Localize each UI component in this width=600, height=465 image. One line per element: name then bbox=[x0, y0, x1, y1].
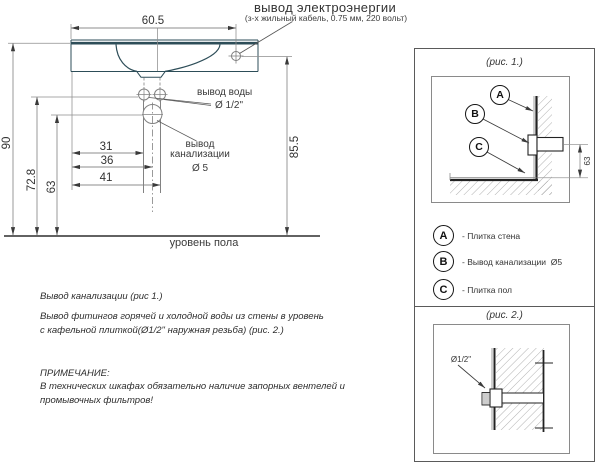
dim-water-height-label: 72.8 bbox=[25, 168, 38, 192]
fig2-box bbox=[433, 324, 570, 454]
side-panel: (рис. 1.) (рис. 2.) bbox=[414, 48, 595, 462]
dim-total-height-label: 90 bbox=[0, 136, 13, 150]
dim-cold-offset-label: 31 bbox=[99, 141, 113, 153]
note-fittings-line2: с кафельной плиткой(Ø1/2" наружная резьб… bbox=[40, 325, 284, 336]
fig1-callout-c-letter: C bbox=[475, 141, 483, 153]
fig1-callout-a: A bbox=[490, 85, 510, 105]
water-size-label: Ø 1/2" bbox=[215, 100, 244, 111]
sink-outline bbox=[70, 39, 259, 78]
fig2-water-fitting bbox=[481, 388, 544, 408]
note-fittings-line1: Вывод фитингов горячей и холодной воды и… bbox=[40, 311, 324, 322]
pipe-and-outlets bbox=[136, 77, 168, 212]
fig1-title: (рис. 1.) bbox=[486, 57, 523, 68]
fig1-dim-label: 63 bbox=[582, 156, 592, 166]
dim-drain-offset-label: 36 bbox=[100, 154, 114, 167]
basin-drain-hole bbox=[136, 71, 166, 78]
legend-a-letter: A bbox=[439, 229, 448, 242]
legend-a-circle: A bbox=[433, 225, 454, 246]
fig1-callout-c: C bbox=[469, 137, 489, 157]
power-leader-line bbox=[239, 21, 293, 54]
power-outlet-subtitle: (з-х жильный кабель, 0.75 мм, 220 вольт) bbox=[244, 13, 408, 23]
drain-size-label: Ø 5 bbox=[191, 163, 209, 174]
legend-b-circle: B bbox=[433, 251, 454, 272]
basin-curve-right bbox=[164, 44, 221, 72]
fig1-callout-b-letter: B bbox=[471, 108, 479, 120]
legend-c-letter: C bbox=[439, 283, 448, 296]
fig2-size-label: Ø1/2" bbox=[450, 354, 472, 364]
panel-linework-svg bbox=[449, 96, 588, 432]
legend-c-text: - Плитка пол bbox=[462, 284, 512, 295]
power-outlet-symbol bbox=[228, 48, 244, 64]
floor-level-label: уровень пола bbox=[169, 237, 239, 249]
dim-hot-offset-label: 41 bbox=[99, 172, 113, 184]
power-outlet-title: вывод электроэнергии bbox=[253, 0, 397, 15]
leader-lines bbox=[148, 97, 212, 142]
drain-outlet-label-line1: вывод bbox=[185, 139, 215, 150]
fig1-dim-63 bbox=[538, 144, 588, 179]
fig2-title: (рис. 2.) bbox=[486, 310, 523, 321]
legend-b-letter: B bbox=[439, 255, 448, 268]
note-body-line2: промывочных фильтров! bbox=[40, 395, 153, 406]
note-body-line1: В технических шкафах обязательно наличие… bbox=[40, 381, 345, 392]
fig1-callout-b: B bbox=[465, 104, 485, 124]
note-title: ПРИМЕЧАНИЕ: bbox=[40, 368, 110, 379]
fig2-wall bbox=[491, 348, 553, 432]
basin-curve-left bbox=[115, 44, 138, 72]
note-drain: Вывод канализации (рис 1.) bbox=[40, 291, 163, 302]
legend-b-text: - Вывод канализации Ø5 bbox=[462, 256, 563, 267]
dim-power-height-label: 85.5 bbox=[289, 135, 301, 158]
legend-row-c: C - Плитка пол bbox=[433, 279, 512, 300]
fig1-drain-fitting bbox=[527, 134, 564, 156]
drain-outlet-label-line2: канализации bbox=[170, 149, 230, 160]
legend-row-b: B - Вывод канализации Ø5 bbox=[433, 251, 562, 272]
panel-divider bbox=[415, 306, 594, 307]
fig1-box bbox=[431, 76, 570, 203]
drain-outlet-label: вывод канализации Ø 5 bbox=[159, 140, 241, 174]
dim-drain-height-label: 63 bbox=[46, 180, 58, 194]
water-outlet-label: вывод воды bbox=[197, 87, 253, 98]
legend-c-circle: C bbox=[433, 279, 454, 300]
legend-row-a: A - Плитка стена bbox=[433, 225, 520, 246]
fig2-leader-arrow bbox=[457, 364, 486, 389]
dim-top-width-label: 60.5 bbox=[141, 15, 165, 27]
legend-a-text: - Плитка стена bbox=[462, 230, 521, 241]
dimension-lines bbox=[8, 24, 292, 236]
fig1-callout-arrows bbox=[482, 98, 534, 174]
fig1-callout-a-letter: A bbox=[496, 89, 504, 101]
